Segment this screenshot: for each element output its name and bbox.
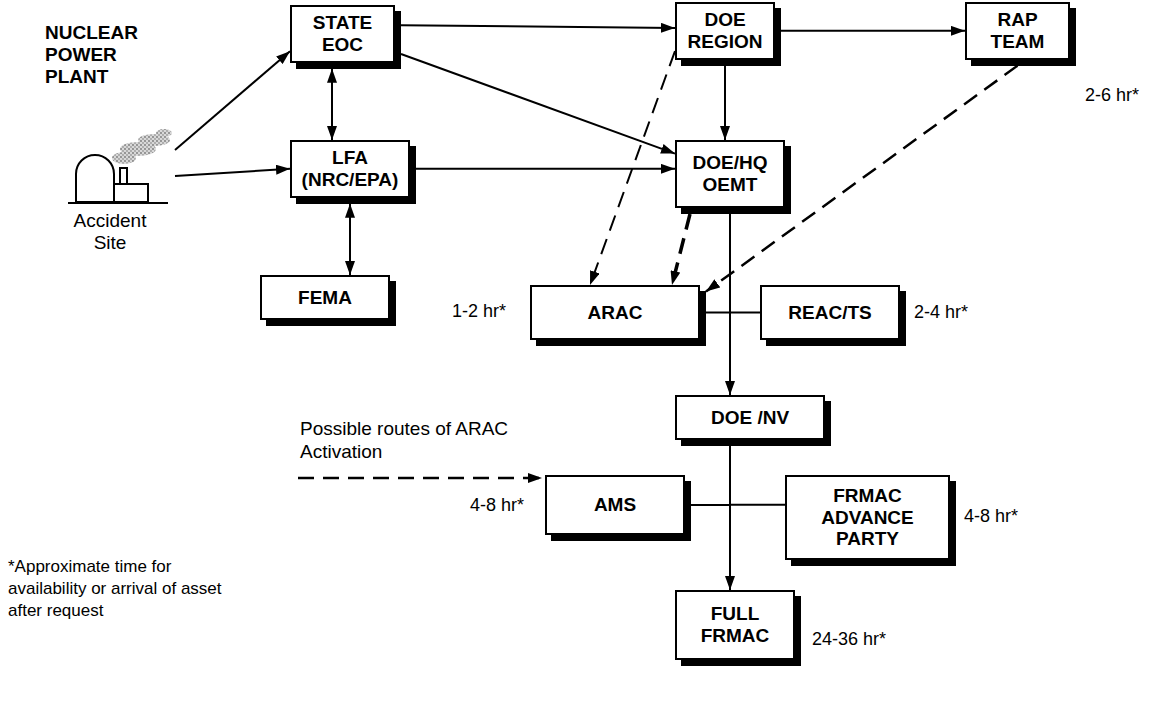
- smoke-plume: [112, 129, 172, 164]
- process-box: REAC/TS: [760, 285, 900, 340]
- plant-buildings: [68, 155, 168, 203]
- process-box: DOE /NV: [675, 395, 825, 440]
- legend-sample: [298, 477, 542, 480]
- site-label: Accident Site: [63, 210, 158, 254]
- process-box: STATE EOC: [290, 5, 395, 63]
- box-label: DOE/HQ OEMT: [685, 152, 775, 196]
- activation-route: [590, 51, 675, 285]
- process-box: RAP TEAM: [965, 2, 1070, 60]
- connector: [781, 30, 965, 32]
- connector: [175, 169, 290, 176]
- footnote: *Approximate time for availability or ar…: [8, 556, 236, 622]
- connector: [691, 446, 730, 505]
- time-label: 4-8 hr*: [964, 505, 1018, 528]
- box-label: FEMA: [298, 287, 352, 309]
- box-label: AMS: [594, 494, 636, 516]
- process-box: DOE/HQ OEMT: [675, 140, 785, 208]
- box-label: FRMAC ADVANCE PARTY: [795, 485, 940, 551]
- plant-site: NUCLEAR POWER PLANT Accident Site: [45, 22, 175, 254]
- time-label: 24-36 hr*: [812, 628, 886, 651]
- power-plant-illustration: [68, 124, 173, 206]
- connector: [724, 66, 726, 140]
- time-label: 2-6 hr*: [1085, 84, 1139, 107]
- connector: [706, 214, 730, 313]
- connector: [349, 204, 351, 275]
- process-box: ARAC: [530, 285, 700, 340]
- box-label: RAP TEAM: [975, 9, 1060, 53]
- connector: [175, 51, 290, 150]
- time-label: 1-2 hr*: [452, 300, 506, 323]
- activation-route: [672, 214, 690, 285]
- box-label: STATE EOC: [300, 12, 385, 56]
- process-box: FULL FRMAC: [675, 590, 795, 660]
- connector: [730, 446, 785, 505]
- time-label: 4-8 hr*: [470, 494, 524, 517]
- box-label: DOE /NV: [711, 407, 789, 429]
- process-box: AMS: [545, 475, 685, 535]
- process-box: FRMAC ADVANCE PARTY: [785, 475, 950, 560]
- process-box: LFA (NRC/EPA): [290, 140, 410, 198]
- process-box: DOE REGION: [675, 2, 775, 60]
- box-label: LFA (NRC/EPA): [300, 147, 400, 191]
- connector: [401, 25, 675, 28]
- box-label: FULL FRMAC: [685, 603, 785, 647]
- connector: [416, 168, 675, 170]
- connector: [401, 54, 675, 154]
- legend-text: Possible routes of ARAC Activation: [300, 418, 535, 464]
- box-label: ARAC: [588, 302, 643, 324]
- box-label: REAC/TS: [788, 302, 871, 324]
- process-box: FEMA: [260, 275, 390, 320]
- box-label: DOE REGION: [685, 9, 765, 53]
- time-label: 2-4 hr*: [914, 301, 968, 324]
- plant-heading: NUCLEAR POWER PLANT: [45, 22, 175, 88]
- connector: [331, 69, 333, 140]
